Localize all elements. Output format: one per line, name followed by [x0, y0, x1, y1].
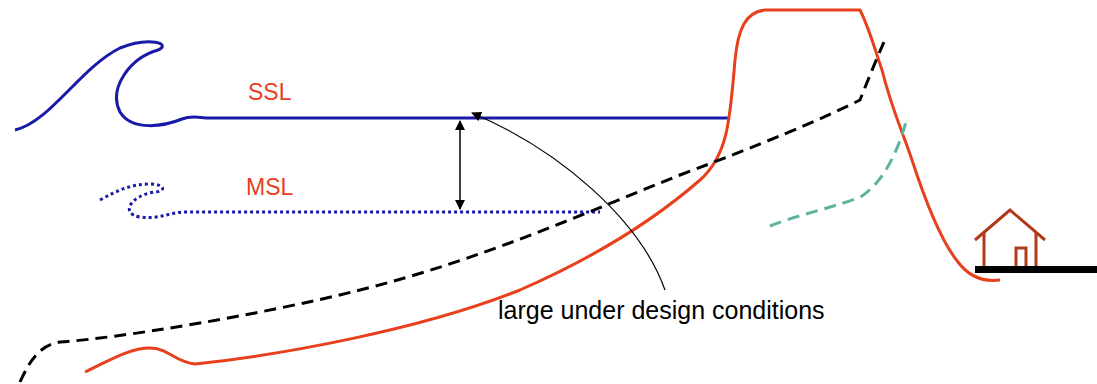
leader-line [472, 113, 665, 290]
house-icon [975, 210, 1045, 268]
alternative-profile [770, 122, 906, 226]
ground-bar [975, 266, 1097, 273]
storm-wave [15, 42, 728, 130]
mean-wave [100, 184, 600, 218]
dune-profile [85, 10, 1000, 372]
leader-note: large under design conditions [498, 297, 825, 325]
level-label: MSL [246, 175, 293, 200]
level-label: SSL [248, 80, 291, 105]
eroded-profile [20, 42, 884, 382]
level-difference-arrow [459, 121, 461, 209]
